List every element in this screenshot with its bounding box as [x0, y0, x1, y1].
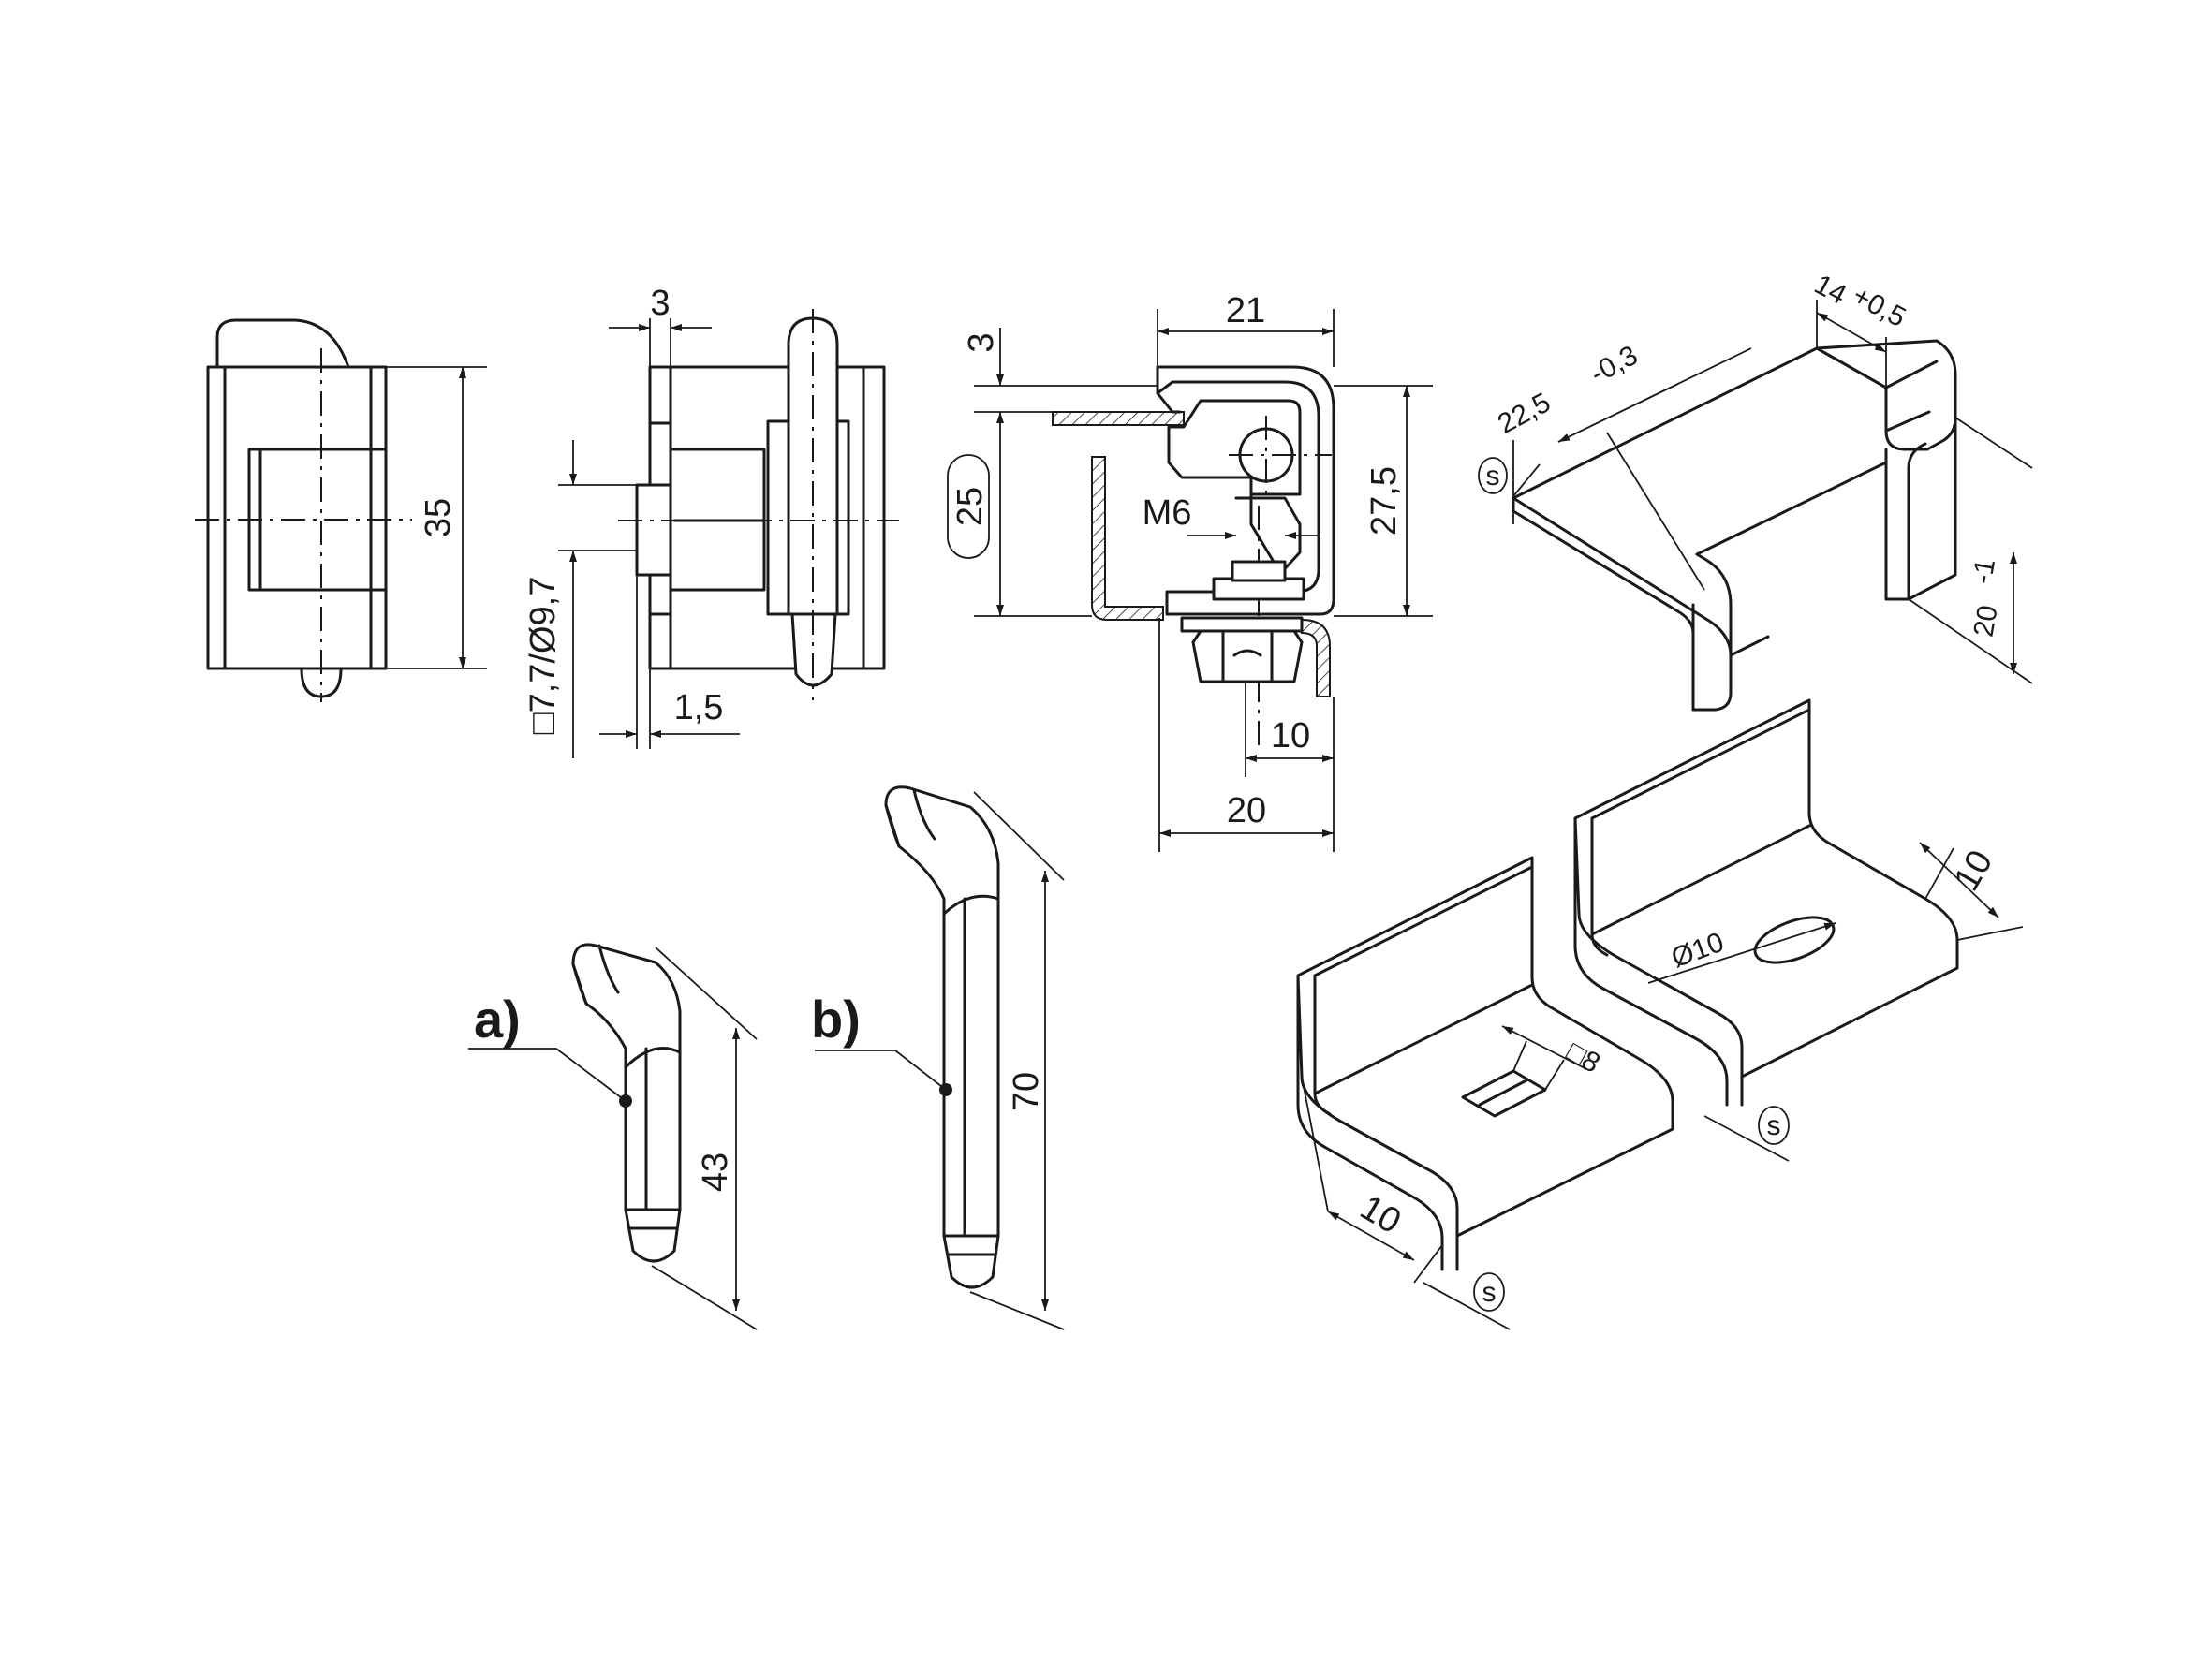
pin-b-label: b): [811, 990, 861, 1049]
section-top-width: 21: [1226, 291, 1265, 330]
top-height-dim: 20: [1968, 603, 2003, 639]
pin-a-length: 43: [696, 1152, 735, 1192]
front-view: 35: [195, 318, 487, 702]
section-left-height: 25: [951, 487, 990, 526]
section-bottom-width: 20: [1227, 791, 1266, 830]
left-thickness-symbol: s: [1482, 1277, 1497, 1308]
top-gap-dim: 14: [1809, 269, 1851, 311]
right-thickness-symbol: s: [1767, 1110, 1781, 1141]
top-height-tol: -1: [1967, 556, 2001, 586]
top-gap-tol: +0,5: [1848, 280, 1911, 333]
pin-b-length: 70: [1007, 1072, 1046, 1111]
right-flange-dim: 10: [1947, 844, 2001, 898]
side-shaft-dim: □7,7/Ø9,7: [524, 577, 563, 735]
bracket-top: 22,5 -0,3 14 +0,5 20 -1 s: [1478, 269, 2033, 712]
section-bottom-small: 10: [1271, 716, 1310, 756]
section-thread: M6: [1143, 493, 1192, 533]
left-flange-dim: 10: [1353, 1188, 1408, 1242]
section-left-thickness: 3: [962, 332, 1001, 352]
bracket-left: □8 10 s: [1296, 856, 1674, 1330]
pin-a: 43 a): [468, 943, 758, 1330]
top-width-dim: 22,5: [1493, 387, 1556, 440]
pin-a-label: a): [474, 990, 521, 1049]
top-width-tol: -0,3: [1585, 340, 1643, 389]
side-view: 3 □7,7/Ø9,7 1,5: [524, 284, 899, 758]
section-right-height: 27,5: [1364, 466, 1404, 536]
side-top-dim: 3: [650, 284, 670, 323]
pin-b: 70 b): [811, 785, 1065, 1330]
side-bottom-dim: 1,5: [674, 688, 724, 727]
section-view: 21 3 25 27,5 M6 10 20: [947, 291, 1433, 852]
front-height-dim: 35: [419, 498, 458, 537]
top-thickness-symbol: s: [1486, 461, 1500, 492]
